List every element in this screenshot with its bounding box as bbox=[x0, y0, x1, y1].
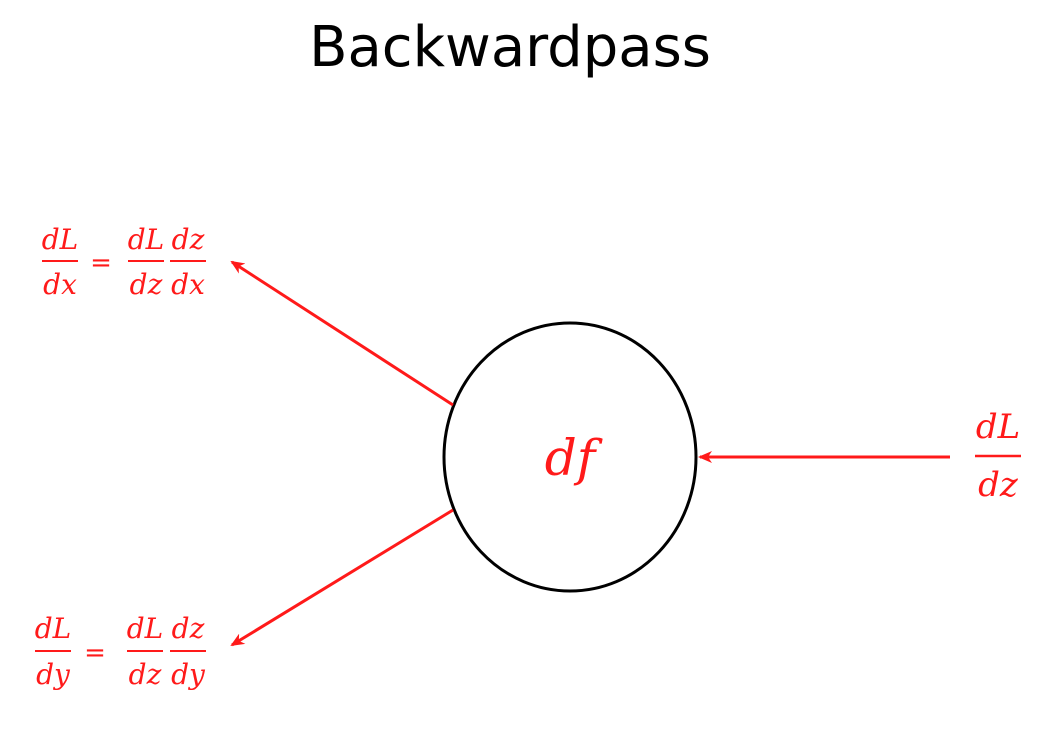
node-label: df bbox=[545, 429, 603, 487]
grad-y-rhs1-denominator: dz bbox=[129, 658, 162, 691]
grad-y-rhs2-numerator: dz bbox=[172, 612, 205, 645]
grad-x-rhs2-denominator: dx bbox=[171, 268, 205, 301]
node-circle bbox=[442, 321, 698, 593]
upstream-gradient: dL dz bbox=[975, 407, 1021, 505]
grad-x-equation: dL dx = dL dz dz dx bbox=[42, 223, 206, 301]
grad-x-equals: = bbox=[90, 248, 112, 278]
grad-y-equation: dL dy = dL dz dz dy bbox=[35, 612, 206, 691]
grad-y-arrow bbox=[230, 508, 454, 647]
grad-x-rhs2-numerator: dz bbox=[172, 223, 205, 256]
grad-y-rhs2-denominator: dy bbox=[171, 658, 206, 691]
grad-y-lhs-numerator: dL bbox=[35, 612, 72, 645]
grad-x-arrow bbox=[230, 260, 454, 407]
diagram-title: Backwardpass bbox=[309, 15, 711, 80]
grad-y-rhs1-numerator: dL bbox=[127, 612, 164, 645]
grad-x-lhs-denominator: dx bbox=[43, 268, 77, 301]
upstream-denominator: dz bbox=[978, 465, 1019, 505]
grad-x-lhs-numerator: dL bbox=[42, 223, 79, 256]
grad-y-lhs-denominator: dy bbox=[36, 658, 71, 691]
upstream-numerator: dL bbox=[976, 407, 1020, 447]
grad-x-rhs1-denominator: dz bbox=[130, 268, 163, 301]
grad-x-rhs1-numerator: dL bbox=[128, 223, 165, 256]
grad-y-equals: = bbox=[84, 638, 106, 668]
